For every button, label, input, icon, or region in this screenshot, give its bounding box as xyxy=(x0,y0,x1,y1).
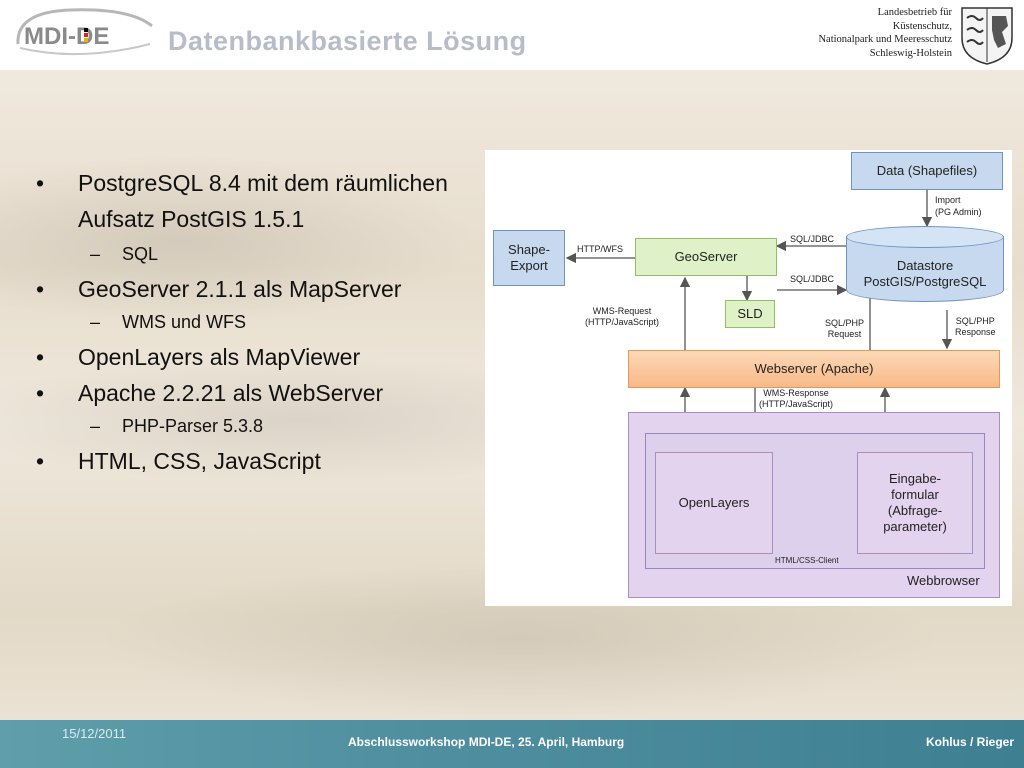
datastore-line: PostGIS/PostgreSQL xyxy=(863,274,987,289)
agency-name: Landesbetrieb für Küstenschutz, National… xyxy=(818,6,952,60)
datastore-line: Datastore xyxy=(896,258,954,273)
dash-marker: – xyxy=(90,416,101,436)
bullet-marker: • xyxy=(36,276,45,302)
slide-header: MDI-DE Datenbankbasierte Lösung Landesbe… xyxy=(0,0,1024,70)
sql-php-request-line: SQL/PHP xyxy=(825,318,865,328)
list-item: • HTML, CSS, JavaScript xyxy=(36,444,496,478)
agency-line: Nationalpark und Meeresschutz xyxy=(818,34,952,45)
eingabeformular-box: Eingabe- formular (Abfrage- parameter) xyxy=(857,452,973,554)
sub-list-item: – PHP-Parser 5.3.8 xyxy=(36,410,496,442)
import-label: Import (PG Admin) xyxy=(935,194,982,218)
footer-authors: Kohlus / Rieger xyxy=(925,735,1014,749)
sql-jdbc-bottom-label: SQL/JDBC xyxy=(790,274,835,284)
bullet-marker: • xyxy=(36,448,45,474)
list-item: • OpenLayers als MapViewer xyxy=(36,340,496,374)
list-item: • PostgreSQL 8.4 mit dem räumlichen xyxy=(36,166,496,200)
webserver-apache-box: Webserver (Apache) xyxy=(628,350,1000,388)
wms-request-line: WMS-Request xyxy=(592,306,652,316)
dash-marker: – xyxy=(90,244,101,264)
datastore-cylinder: Datastore PostGIS/PostgreSQL xyxy=(846,226,1004,304)
data-shapefiles-box: Data (Shapefiles) xyxy=(851,152,1003,190)
eingabe-line: parameter) xyxy=(883,519,947,534)
slide-footer: 15/12/2011 Abschlussworkshop MDI-DE, 25.… xyxy=(0,720,1024,768)
bullet-marker: • xyxy=(36,170,45,196)
sub-list-item: – WMS und WFS xyxy=(36,306,496,338)
bullet-marker: • xyxy=(36,380,45,406)
list-item-continuation: Aufsatz PostGIS 1.5.1 xyxy=(78,206,305,232)
sql-php-request-line: Request xyxy=(827,329,862,339)
bullet-list: • PostgreSQL 8.4 mit dem räumlichen Aufsa… xyxy=(36,166,496,478)
footer-workshop: Abschlussworkshop MDI-DE, 25. April, Ham… xyxy=(348,735,625,749)
sub-list-item-text: WMS und WFS xyxy=(122,312,247,332)
import-label-line: (PG Admin) xyxy=(935,207,982,217)
eingabe-line: (Abfrage- xyxy=(887,503,943,518)
list-item-text: HTML, CSS, JavaScript xyxy=(78,448,321,474)
sql-php-response-line: SQL/PHP xyxy=(955,316,995,326)
sql-jdbc-top-label: SQL/JDBC xyxy=(790,234,835,244)
logo-text: MDI-DE xyxy=(24,23,109,50)
slide-title: Datenbankbasierte Lösung xyxy=(168,26,527,56)
list-item-text: OpenLayers als MapViewer xyxy=(78,344,361,370)
sub-list-item: – SQL xyxy=(36,238,496,270)
sql-php-response-label: SQL/PHP Response xyxy=(955,316,996,338)
list-item-text: PostgreSQL 8.4 mit dem räumlichen xyxy=(78,170,448,196)
html-css-client-label: HTML/CSS-Client xyxy=(775,556,839,565)
import-label-line: Import xyxy=(935,195,961,205)
footer-date: 15/12/2011 xyxy=(62,726,127,741)
sql-php-request-label: SQL/PHP Request xyxy=(825,318,864,340)
list-item-text: Apache 2.2.21 als WebServer xyxy=(78,380,384,406)
agency-line: Schleswig-Holstein xyxy=(869,47,952,59)
coat-of-arms-icon xyxy=(961,7,1013,65)
dash-marker: – xyxy=(90,312,101,332)
eingabe-line: formular xyxy=(891,487,939,502)
sql-php-response-line: Response xyxy=(955,327,996,337)
bullet-marker: • xyxy=(36,344,45,370)
shape-export-line: Shape- xyxy=(508,242,550,257)
shape-export-box: Shape- Export xyxy=(493,230,565,286)
wms-response-line: (HTTP/JavaScript) xyxy=(759,399,834,409)
datastore-top xyxy=(846,226,1004,248)
wms-response-line: WMS-Response xyxy=(763,388,829,398)
agency-line: Landesbetrieb für xyxy=(877,7,952,18)
sld-box: SLD xyxy=(725,300,775,328)
openlayers-box: OpenLayers xyxy=(655,452,773,554)
list-item: • GeoServer 2.1.1 als MapServer xyxy=(36,272,496,306)
wms-request-label: WMS-Request (HTTP/JavaScript) xyxy=(585,306,659,328)
sub-list-item-text: SQL xyxy=(122,244,159,264)
geoserver-box: GeoServer xyxy=(635,238,777,276)
wms-request-line: (HTTP/JavaScript) xyxy=(585,317,660,327)
wms-response-label: WMS-Response (HTTP/JavaScript) xyxy=(759,388,833,410)
eingabe-line: Eingabe- xyxy=(888,471,942,486)
agency-line: Küstenschutz, xyxy=(892,20,952,32)
list-item: • Apache 2.2.21 als WebServer xyxy=(36,376,496,410)
list-item-text: GeoServer 2.1.1 als MapServer xyxy=(78,276,402,302)
architecture-diagram: Data (Shapefiles) Import (PG Admin) Shap… xyxy=(485,150,1012,606)
webbrowser-label: Webbrowser xyxy=(907,573,980,588)
sub-list-item-text: PHP-Parser 5.3.8 xyxy=(122,416,264,436)
shape-export-line: Export xyxy=(510,258,548,273)
http-wfs-label: HTTP/WFS xyxy=(577,244,623,254)
mdi-de-logo: MDI-DE xyxy=(16,8,153,56)
